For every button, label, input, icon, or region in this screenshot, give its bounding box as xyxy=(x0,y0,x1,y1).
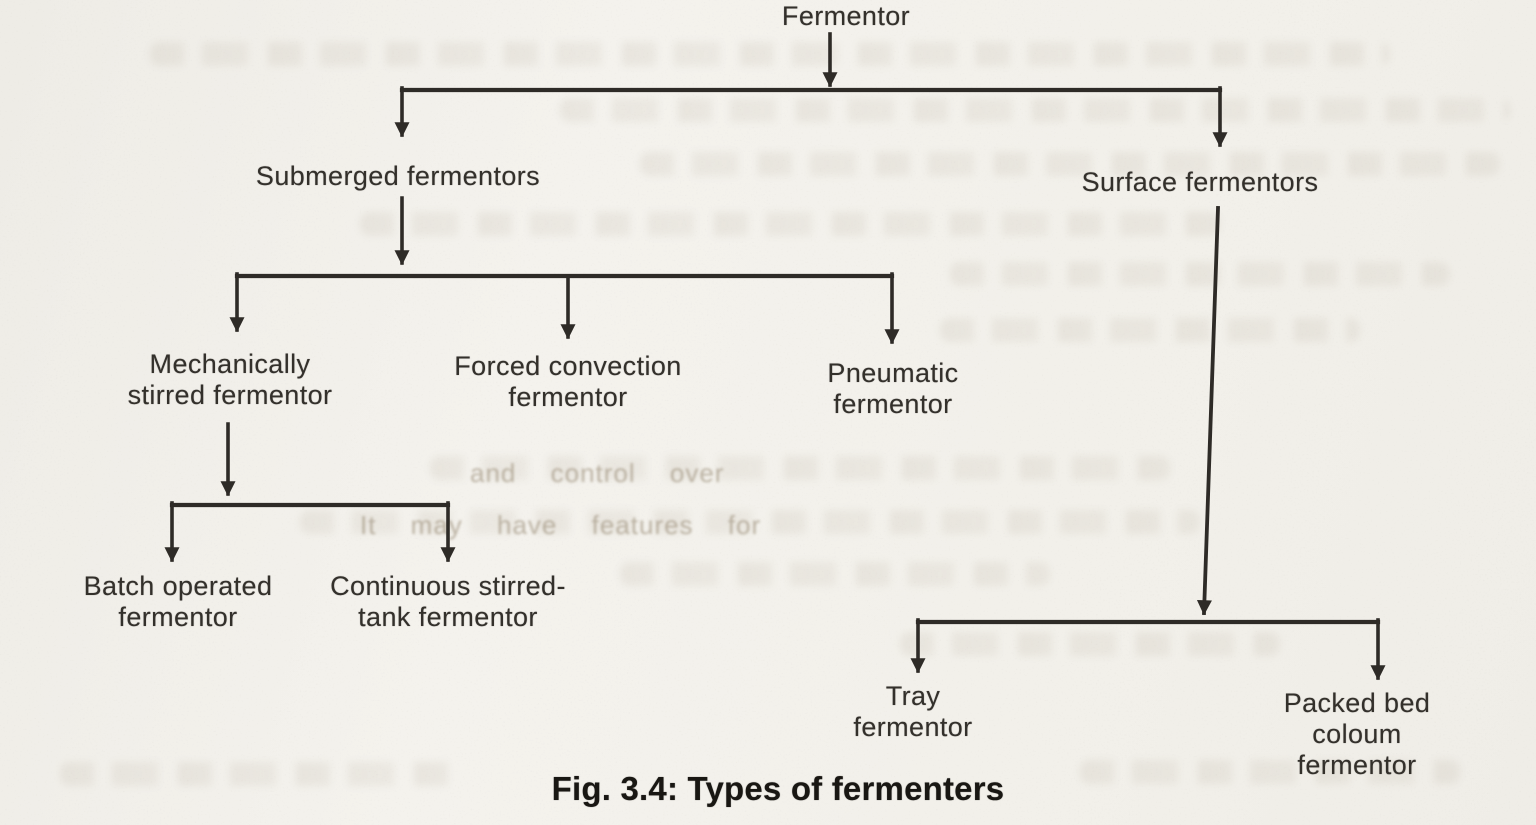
node-mechanically-stirred-fermentor: Mechanically stirred fermentor xyxy=(127,349,333,410)
node-batch-operated-fermentor: Batch operated fermentor xyxy=(83,571,273,632)
node-surface-fermentors: Surface fermentors xyxy=(1081,167,1319,197)
arrow-surface-drop xyxy=(1196,206,1220,616)
node-continuous-stirred-tank-fermentor: Continuous stirred- tank fermentor xyxy=(330,571,566,632)
node-fermentor: Fermentor xyxy=(781,1,911,31)
node-forced-convection-fermentor: Forced convection fermentor xyxy=(454,351,682,412)
node-tray-fermentor: Tray fermentor xyxy=(853,681,973,742)
figure-caption: Fig. 3.4: Types of fermenters xyxy=(551,770,1005,807)
node-submerged-fermentors: Submerged fermentors xyxy=(255,161,541,191)
node-packed-bed-coloum-fermentor: Packed bed coloum fermentor xyxy=(1283,688,1431,780)
node-pneumatic-fermentor: Pneumatic fermentor xyxy=(827,358,959,419)
